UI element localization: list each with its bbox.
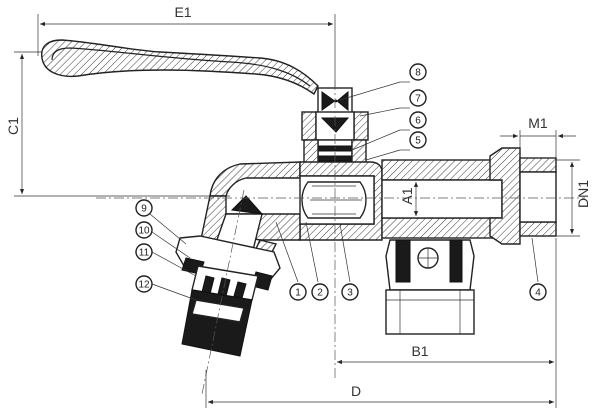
callout-8: 8 [339, 63, 427, 101]
callout-1: 1 [275, 221, 307, 301]
callout-12: 12 [135, 275, 197, 301]
dimension-m1: M1 [500, 115, 576, 158]
svg-text:1: 1 [295, 288, 301, 299]
label-b1: B1 [411, 343, 428, 359]
svg-text:9: 9 [141, 204, 147, 215]
svg-text:12: 12 [138, 280, 150, 291]
label-a1: A1 [399, 187, 415, 204]
callout-10: 10 [135, 221, 191, 259]
callout-7: 7 [359, 89, 427, 117]
callout-3: 3 [339, 223, 359, 301]
lever-handle [41, 39, 319, 96]
callout-11: 11 [135, 243, 197, 277]
svg-text:6: 6 [415, 116, 421, 127]
dimension-b1: B1 [337, 238, 557, 368]
label-e1: E1 [174, 4, 191, 20]
dimension-d: D [205, 368, 557, 408]
dimension-c1: C1 [5, 51, 230, 197]
callout-6: 6 [351, 111, 427, 151]
label-d: D [351, 383, 361, 399]
callout-9: 9 [135, 199, 187, 245]
svg-text:5: 5 [415, 136, 421, 147]
svg-text:2: 2 [317, 288, 323, 299]
svg-text:7: 7 [415, 94, 421, 105]
callout-2: 2 [305, 221, 329, 301]
dimension-a1: A1 [399, 182, 419, 216]
svg-text:8: 8 [415, 68, 421, 79]
callout-5: 5 [365, 131, 427, 161]
outlet-spout [175, 195, 281, 357]
label-dn1: DN1 [575, 180, 591, 208]
label-m1: M1 [528, 115, 548, 131]
callout-4: 4 [529, 237, 547, 301]
dimension-dn1: DN1 [556, 159, 591, 237]
centerlines [96, 80, 585, 395]
svg-text:4: 4 [535, 288, 541, 299]
lower-nut [385, 239, 475, 335]
svg-text:11: 11 [139, 248, 150, 259]
svg-text:10: 10 [138, 226, 150, 237]
label-c1: C1 [5, 117, 21, 135]
inlet-pipe [381, 147, 557, 245]
svg-text:3: 3 [347, 288, 353, 299]
